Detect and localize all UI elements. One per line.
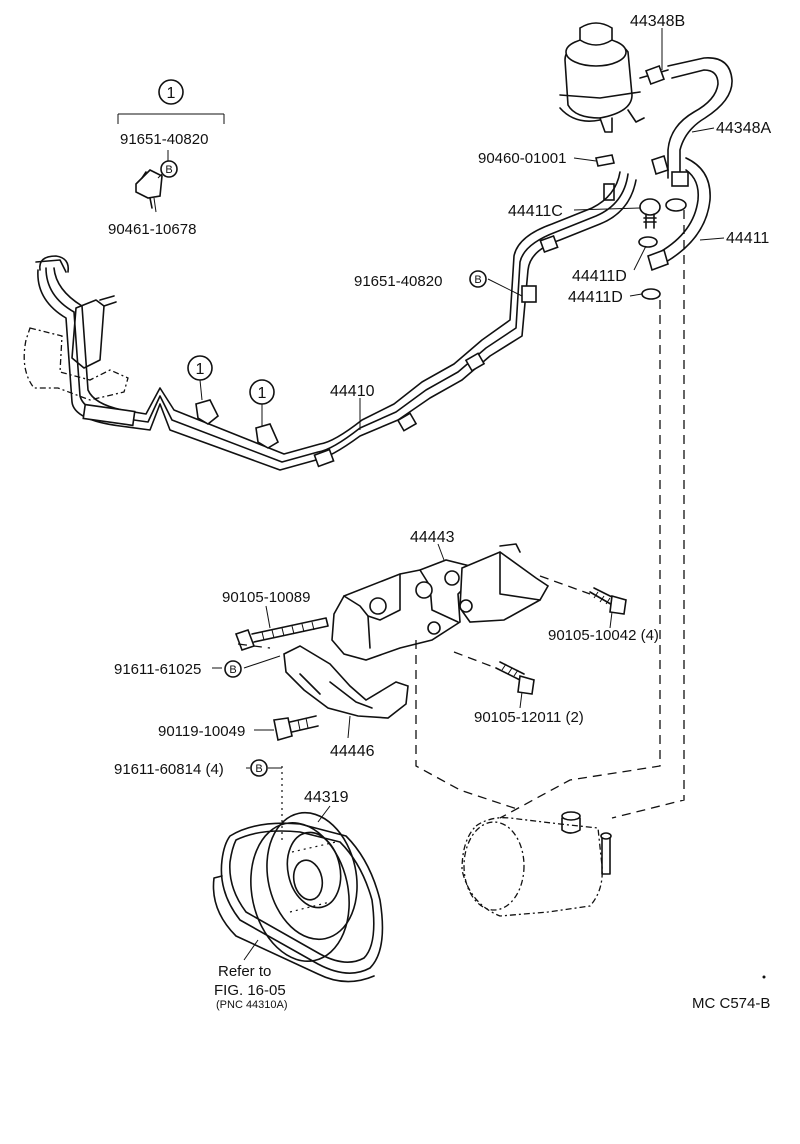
clip-detail-group xyxy=(117,113,225,209)
label-91611-60814: 91611-60814 (4) xyxy=(114,761,224,778)
label-90105-12011: 90105-12011 (2) xyxy=(474,709,584,726)
bolt-90105-10042 xyxy=(589,587,627,615)
marker-b-2-text: B xyxy=(474,274,481,286)
label-44411: 44411 xyxy=(726,230,769,247)
label-diagram-code: MC C574-B xyxy=(692,995,770,1012)
adjusting-bar-44446 xyxy=(283,645,409,719)
pump-phantom xyxy=(461,811,612,917)
label-91651-40820-top: 91651-40820 xyxy=(120,131,208,148)
label-91611-61025: 91611-61025 xyxy=(114,661,201,678)
label-90460-01001: 90460-01001 xyxy=(478,150,566,167)
label-90105-10042: 90105-10042 (4) xyxy=(548,627,659,644)
reservoir xyxy=(559,22,669,133)
pressure-tube-44410 xyxy=(37,171,637,471)
marker-circle1-top-text: 1 xyxy=(167,85,176,102)
clip-1 xyxy=(195,379,220,425)
hose-44348a xyxy=(645,57,733,187)
dashed-guides xyxy=(237,210,685,840)
label-90119-10049: 90119-10049 xyxy=(158,723,245,740)
marker-b-2: B xyxy=(469,270,487,288)
label-44410: 44410 xyxy=(330,383,375,400)
label-90461-10678: 90461-10678 xyxy=(108,221,196,238)
label-pnc-ref: (PNC 44310A) xyxy=(216,999,288,1011)
labels: 44348B 44348A 90460-01001 44411C 44411 4… xyxy=(108,13,771,1012)
label-44348a: 44348A xyxy=(716,120,771,137)
marker-b-1-text: B xyxy=(165,164,172,176)
marker-b-4-text: B xyxy=(255,763,262,775)
marker-b-3-text: B xyxy=(229,664,236,676)
bolt-90119-10049 xyxy=(273,715,319,742)
marker-b-1: B xyxy=(160,160,178,178)
bolt-90105-12011 xyxy=(495,661,535,695)
steering-gear-phantom xyxy=(23,259,129,401)
marker-circle1-left-text: 1 xyxy=(196,361,205,378)
drive-belt xyxy=(212,822,384,983)
label-refer-to: Refer to xyxy=(218,963,271,980)
label-44319: 44319 xyxy=(304,789,349,806)
clip-2 xyxy=(255,404,280,449)
leader-91651-mid xyxy=(487,278,523,297)
label-44348b: 44348B xyxy=(630,13,685,30)
marker-circle1-top: 1 xyxy=(158,79,184,105)
label-44446: 44446 xyxy=(330,743,375,760)
marker-circle1-right-text: 1 xyxy=(258,385,267,402)
marker-circle1-right: 1 xyxy=(249,379,275,405)
label-44443: 44443 xyxy=(410,529,455,546)
leader-lines xyxy=(153,28,725,823)
label-44411c: 44411C xyxy=(508,203,563,220)
bolt-90105-10089 xyxy=(234,617,329,652)
marker-b-3: B xyxy=(224,660,242,678)
marker-b-4: B xyxy=(250,759,268,777)
bracket-44443 xyxy=(331,543,550,661)
small-parts-top xyxy=(595,154,687,300)
marker-circle1-left: 1 xyxy=(187,355,213,381)
label-44411d-b: 44411D xyxy=(568,289,623,306)
label-fig-ref: FIG. 16-05 xyxy=(214,982,286,999)
label-44411d-a: 44411D xyxy=(572,268,627,285)
hose-44411 xyxy=(647,157,711,272)
label-90105-10089: 90105-10089 xyxy=(222,589,310,606)
label-91651-40820-mid: 91651-40820 xyxy=(354,273,442,290)
